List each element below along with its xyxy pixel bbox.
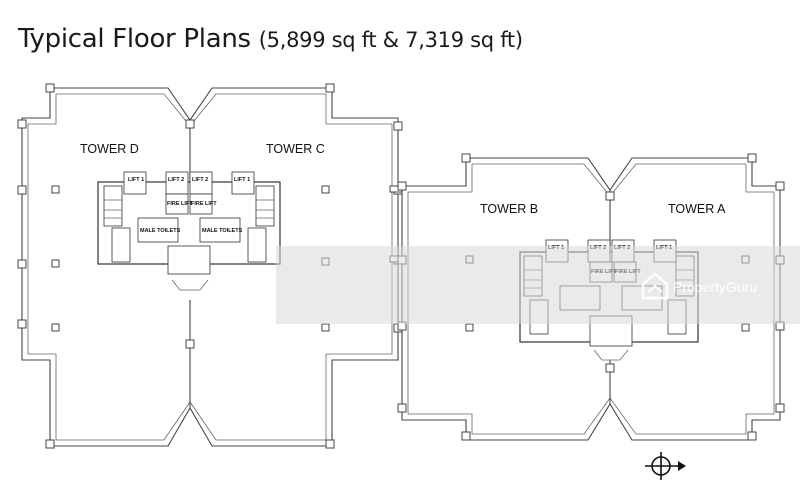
compass-north-icon [645, 452, 686, 480]
propertyguru-logo-icon [641, 272, 669, 300]
tower-d-label: TOWER D [80, 142, 139, 156]
fire-lift-label-d: FIRE LIFT [167, 201, 193, 207]
core-left: LIFT 1 LIFT 2 LIFT 2 LIFT 1 FIRE LIFT FI… [97, 171, 281, 291]
watermark-text: PropertyGuru [673, 279, 757, 295]
lift-2-label-d: LIFT 2 [168, 177, 184, 183]
male-toilets-label-d: MALE TOILETS [140, 228, 181, 234]
building-left: LIFT 1 LIFT 2 LIFT 2 LIFT 1 FIRE LIFT FI… [17, 83, 403, 449]
title-area: (5,899 sq ft & 7,319 sq ft) [258, 28, 523, 52]
tower-a-label: TOWER A [668, 202, 726, 216]
page-title: Typical Floor Plans (5,899 sq ft & 7,319… [18, 24, 523, 54]
lift-1-label-d: LIFT 1 [128, 177, 144, 183]
male-toilets-label-c: MALE TOILETS [202, 228, 243, 234]
lift-2-label-c: LIFT 2 [192, 177, 208, 183]
tower-c-label: TOWER C [266, 142, 325, 156]
tower-b-label: TOWER B [480, 202, 538, 216]
fire-lift-label-c: FIRE LIFT [191, 201, 217, 207]
lift-1-label-c: LIFT 1 [234, 177, 250, 183]
watermark: PropertyGuru [276, 246, 800, 324]
title-main: Typical Floor Plans [18, 24, 251, 54]
